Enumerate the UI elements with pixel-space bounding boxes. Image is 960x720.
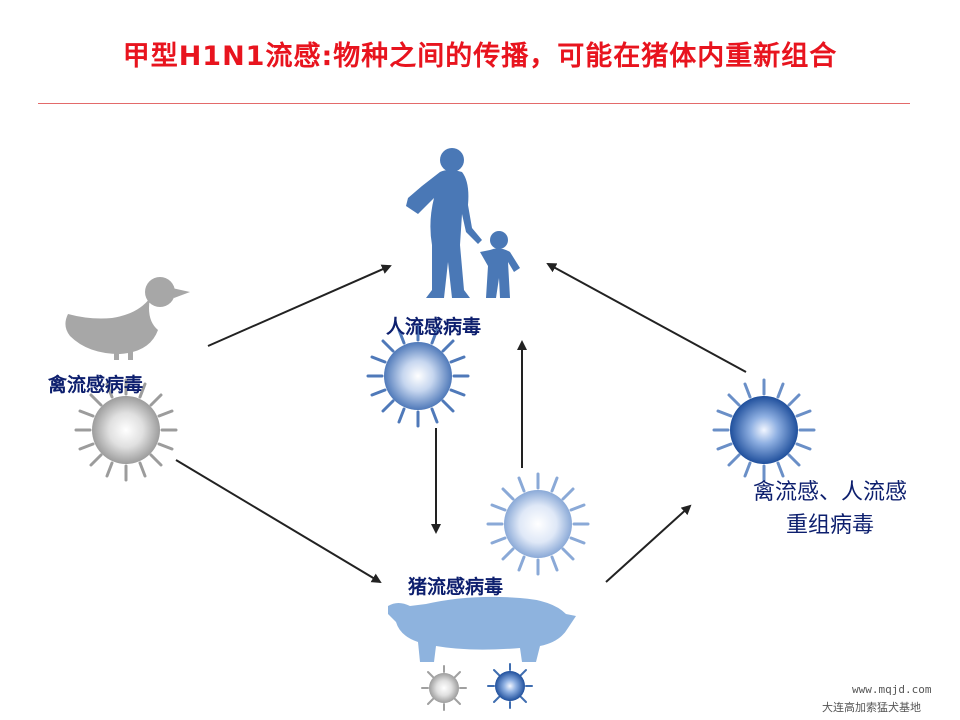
swine-virus-label: 猪流感病毒 — [408, 572, 503, 599]
pig-blue-virus-icon — [488, 664, 532, 708]
arrow-reassortant-to-human — [548, 264, 746, 372]
pig-gray-virus-icon — [422, 666, 466, 710]
reassortant-virus-label: 禽流感、人流感 重组病毒 — [730, 476, 930, 542]
bird-virus-label: 禽流感病毒 — [48, 370, 143, 397]
arrow-bird-to-human — [208, 266, 390, 346]
arrow-bird-to-pig — [176, 460, 380, 582]
watermark-url: www.mqjd.com — [852, 683, 931, 696]
human-silhouette — [406, 148, 520, 298]
reassortant-label-line2: 重组病毒 — [730, 509, 930, 542]
swine-virus-icon — [488, 474, 588, 574]
watermark-text: 大连高加索猛犬基地 — [822, 699, 921, 715]
human-virus-label: 人流感病毒 — [386, 312, 481, 339]
arrow-pig-to-reassortant — [606, 506, 690, 582]
reassortant-label-line1: 禽流感、人流感 — [730, 476, 930, 509]
reassortant-virus-icon — [714, 380, 814, 480]
pig-silhouette — [388, 597, 576, 662]
duck-silhouette — [65, 277, 190, 360]
human-virus-icon — [368, 326, 468, 426]
